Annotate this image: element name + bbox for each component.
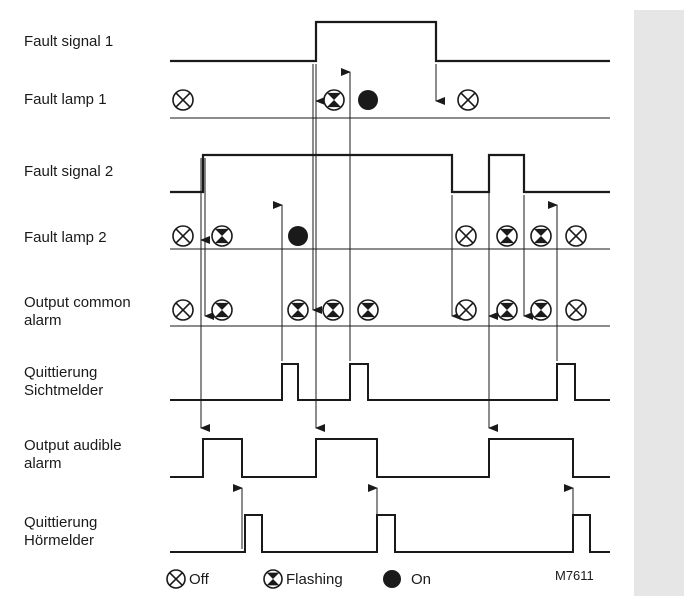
legend-on-symbol [383,570,401,588]
legend-off-symbol [166,569,186,589]
figure-code: M7611 [555,568,594,583]
fault-lamp-1-off-symbol-1 [172,89,194,111]
output-common-alarm-flashing-symbol-7 [496,299,518,321]
fault-lamp-2-off-symbol-1 [172,225,194,247]
legend-on-label: On [411,571,432,588]
output-common-alarm-flashing-symbol-3 [287,299,309,321]
waveform-group [170,20,610,553]
arrow-group [200,64,574,549]
output-common-alarm-off-symbol-6 [455,299,477,321]
row-label-quittierung-hoermelder: Quittierung Hörmelder [24,514,98,549]
output-common-alarm-flashing-symbol-4 [322,299,344,321]
waveform-fault-signal-1 [170,20,610,63]
fault-lamp-2-off-symbol-7 [565,225,587,247]
row-label-output-audible-alarm: Output audible alarm [24,437,122,472]
legend-symbol-group [166,569,401,589]
fault-lamp-2-flashing-symbol-2 [211,225,233,247]
output-common-alarm-off-symbol-1 [172,299,194,321]
fault-lamp-2-flashing-symbol-6 [530,225,552,247]
output-common-alarm-flashing-symbol-8 [530,299,552,321]
fault-lamp-1-off-symbol-4 [457,89,479,111]
waveform-quittierung-hoermelder [170,514,610,553]
row-label-fault-lamp-2: Fault lamp 2 [24,229,107,246]
output-common-alarm-flashing-symbol-2 [211,299,233,321]
waveform-output-audible-alarm [170,438,610,478]
row-label-output-common-alarm: Output common alarm [24,294,131,329]
fault-lamp-2-on-symbol-3 [288,226,308,246]
legend-off-label: Off [189,571,209,588]
diagram-area [12,10,634,596]
row-label-quittierung-sichtmelder: Quittierung Sichtmelder [24,364,104,399]
output-common-alarm-flashing-symbol-5 [357,299,379,321]
fault-lamp-2-flashing-symbol-5 [496,225,518,247]
lamp-symbol-group [172,89,587,321]
legend-flashing-label: Flashing [286,571,343,588]
legend-flashing-symbol [263,569,283,589]
row-label-fault-signal-2: Fault signal 2 [24,163,114,180]
fault-lamp-1-flashing-symbol-2 [323,89,345,111]
fault-lamp-1-on-symbol-3 [358,90,378,110]
row-label-fault-signal-1: Fault signal 1 [24,33,114,50]
row-label-fault-lamp-1: Fault lamp 1 [24,91,107,108]
output-common-alarm-off-symbol-9 [565,299,587,321]
fault-lamp-2-off-symbol-4 [455,225,477,247]
waveform-fault-signal-2 [170,153,610,194]
waveform-quittierung-sichtmelder [170,363,610,401]
